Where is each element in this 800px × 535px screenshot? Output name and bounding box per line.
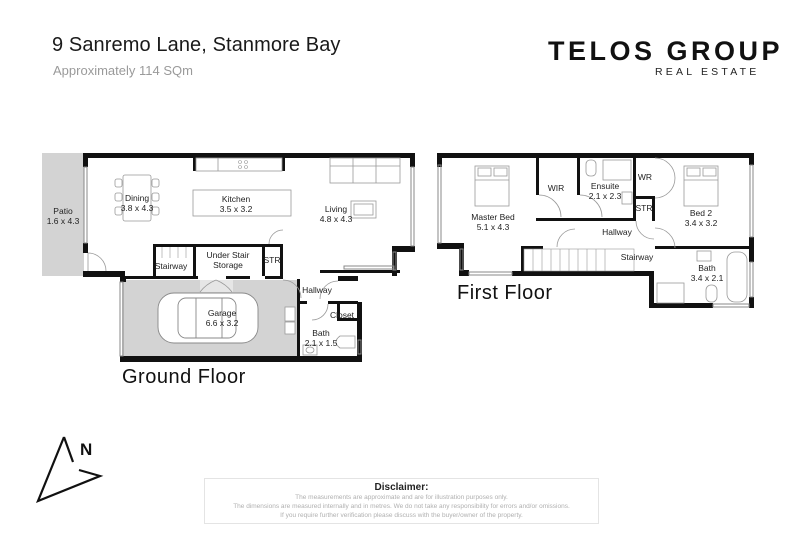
disclaimer-line: The dimensions are measured internally a… xyxy=(233,503,570,510)
first-floor-plan xyxy=(437,153,754,308)
property-address: 9 Sanremo Lane, Stanmore Bay xyxy=(52,34,341,56)
first-floor-label: First Floor xyxy=(457,282,553,304)
ground-floor-label: Ground Floor xyxy=(122,366,246,388)
compass-north-label: N xyxy=(80,440,93,459)
room-stairway-ground: Stairway xyxy=(154,261,188,271)
room-stairway-first: Stairway xyxy=(620,252,654,262)
disclaimer-box: Disclaimer: The measurements are approxi… xyxy=(204,478,599,524)
brand-logo: TELOS GROUP xyxy=(548,36,784,66)
room-str-ground: STR xyxy=(263,255,281,265)
room-wir: WIR xyxy=(547,183,565,193)
ground-floor-plan xyxy=(42,153,415,362)
room-closet: Closet xyxy=(329,310,355,320)
disclaimer-title: Disclaimer: xyxy=(374,482,429,493)
property-area: Approximately 114 SQm xyxy=(53,63,193,78)
room-str-first: STR xyxy=(635,203,653,213)
disclaimer-line: If you require further verification plea… xyxy=(280,512,523,519)
patio-area xyxy=(42,153,84,276)
brand-tagline: REAL ESTATE xyxy=(655,66,760,78)
room-wr: WR xyxy=(637,172,653,182)
compass-icon xyxy=(36,436,104,503)
room-hallway-ground: Hallway xyxy=(302,285,332,295)
room-hallway-first: Hallway xyxy=(602,227,632,237)
disclaimer-line: The measurements are approximate and are… xyxy=(295,494,508,501)
